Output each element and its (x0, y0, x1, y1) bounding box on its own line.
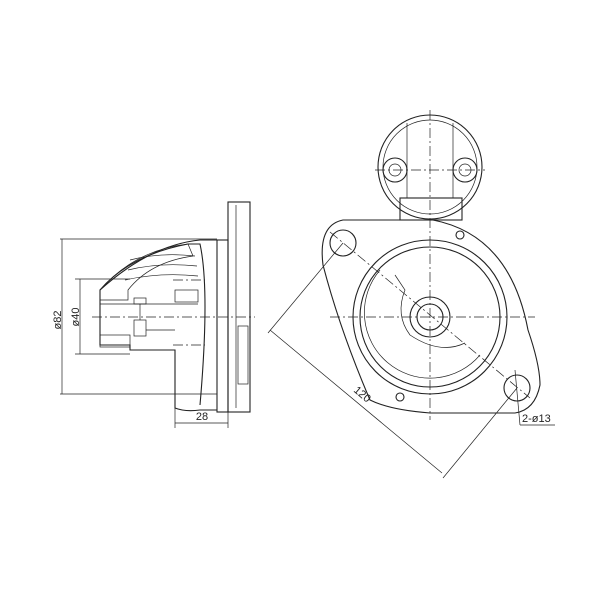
dim-mounting-holes: 2-ø13 (522, 413, 551, 425)
front-view: 120 2-ø13 (267, 110, 555, 479)
dim-hole-spacing: 120 (351, 384, 373, 405)
flange-step (216, 239, 229, 413)
dim-pilot-length: 28 (196, 411, 208, 423)
mounting-hole (503, 374, 531, 402)
mounting-flange (321, 219, 541, 414)
mounting-flange-plate (227, 201, 251, 413)
pin (455, 230, 465, 240)
dim-pilot-diameter: ø40 (70, 308, 82, 327)
mounting-hole (329, 229, 357, 257)
dim-outer-diameter: ø82 (52, 311, 64, 330)
pin (395, 392, 405, 402)
side-view: ø82 ø40 28 (52, 201, 255, 428)
